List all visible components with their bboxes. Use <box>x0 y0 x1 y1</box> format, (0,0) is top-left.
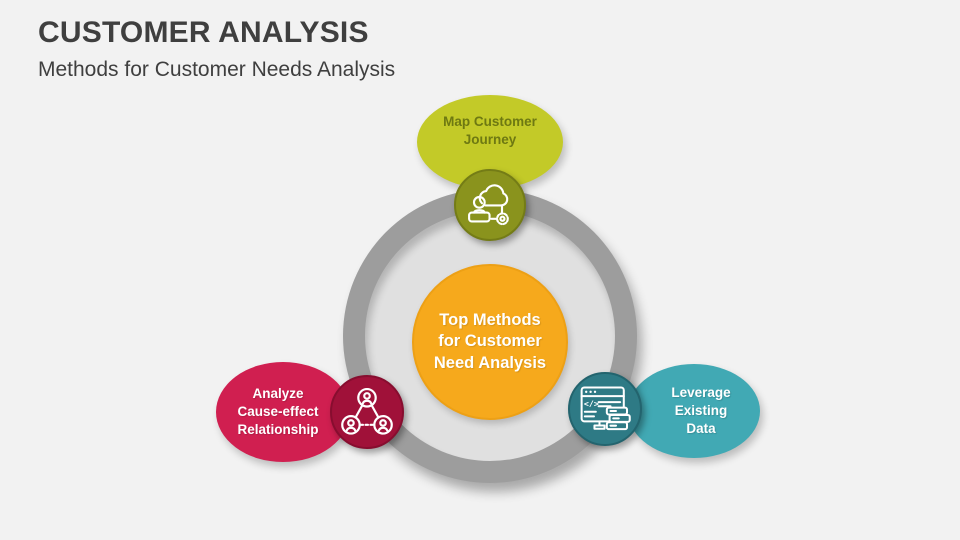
node-label: Data <box>686 421 716 436</box>
center-circle: Top Methods for Customer Need Analysis <box>412 264 568 420</box>
analyze-cause-effect-icon-circle <box>330 375 404 449</box>
node-label: Analyze <box>252 386 304 401</box>
page-title: CUSTOMER ANALYSIS <box>38 16 369 49</box>
node-label: Map Customer <box>443 114 537 129</box>
center-circle-label: for Customer <box>438 332 542 351</box>
node-label: Leverage <box>671 385 731 400</box>
center-circle-label: Top Methods <box>439 310 541 329</box>
center-circle-label: Need Analysis <box>433 353 547 372</box>
browser-database-icon: </> <box>580 386 631 431</box>
node-label: Existing <box>674 403 728 418</box>
node-label: Journey <box>463 132 517 147</box>
page-subtitle: Methods for Customer Needs Analysis <box>38 58 396 81</box>
node-analyze-cause-effect: Analyze Cause-effect Relationship <box>216 362 350 462</box>
node-leverage-existing-data: Leverage Existing Data <box>628 364 760 458</box>
customer-journey-cloud-gear-icon <box>468 184 509 226</box>
map-customer-journey-icon-circle <box>454 169 526 241</box>
svg-text:</>: </> <box>584 399 599 409</box>
node-label: Cause-effect <box>237 404 319 419</box>
node-label: Relationship <box>237 422 319 437</box>
leverage-existing-data-icon-circle: </> <box>568 372 642 446</box>
people-network-icon <box>341 387 393 435</box>
